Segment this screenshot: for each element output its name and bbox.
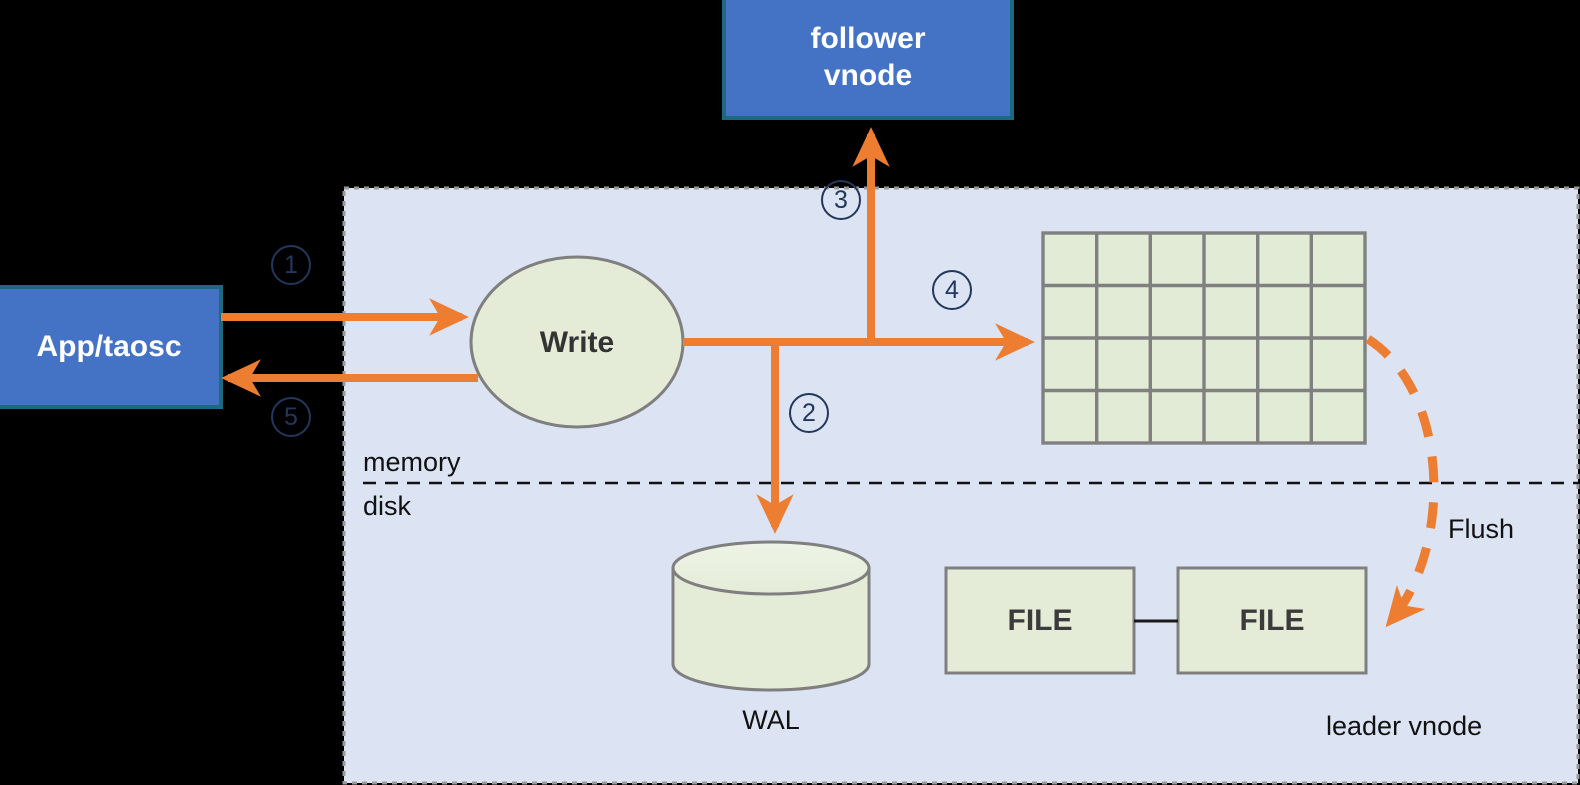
step-number-1: 1 xyxy=(271,245,311,285)
memtable-grid[interactable] xyxy=(1041,231,1367,445)
app-taosc-box[interactable] xyxy=(0,285,223,409)
arrow-flush xyxy=(1365,335,1439,628)
step-number-2: 2 xyxy=(789,393,829,433)
follower-vnode-box[interactable] xyxy=(722,0,1014,120)
step-number-3: 3 xyxy=(821,180,861,220)
step-number-4: 4 xyxy=(932,270,972,310)
file-box-1[interactable] xyxy=(944,566,1136,675)
write-ellipse[interactable] xyxy=(469,255,685,429)
step-number-5: 5 xyxy=(271,397,311,437)
file-box-2[interactable] xyxy=(1176,566,1368,675)
wal-cylinder[interactable] xyxy=(671,540,871,692)
